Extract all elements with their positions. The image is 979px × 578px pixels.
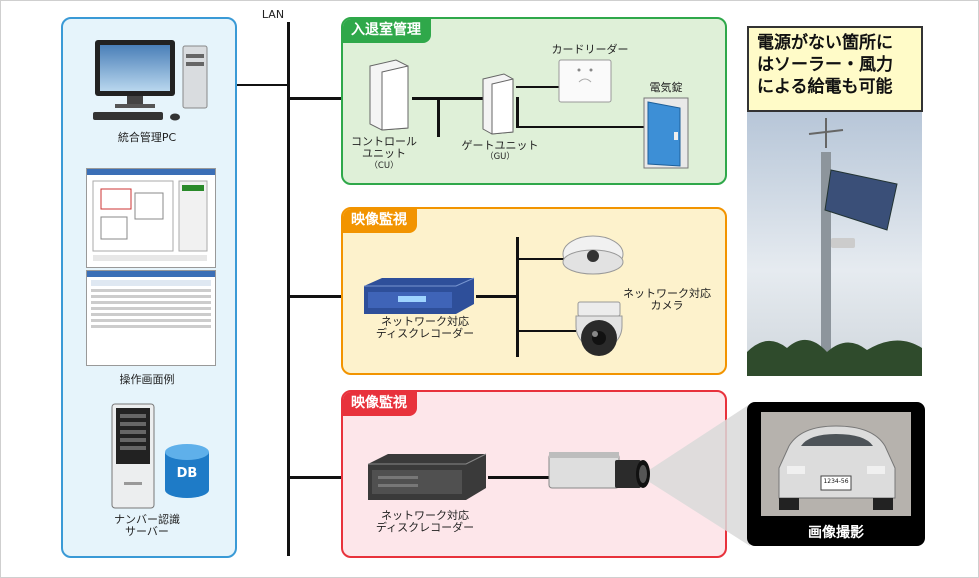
recorder-1-label-1: ネットワーク対応 xyxy=(381,315,469,328)
solar-callout-line-1: 電源がない箇所に xyxy=(757,33,893,53)
control-unit-label-1: コントロール xyxy=(351,135,417,148)
video-panel-2-title: 映像監視 xyxy=(343,392,417,416)
electric-lock-label: 電気錠 xyxy=(649,81,683,94)
card-reader-label: カードリーダー xyxy=(551,43,629,56)
control-unit-icon xyxy=(369,59,409,131)
screens-label: 操作画面例 xyxy=(119,373,175,386)
cu-gu-riser xyxy=(437,97,440,137)
electric-lock-door-icon xyxy=(643,97,689,169)
control-unit-abbr: （CU） xyxy=(369,161,399,171)
recorder-2-camera-link xyxy=(488,476,550,479)
server-label-line1: ナンバー認識 xyxy=(114,513,180,526)
video-1-riser xyxy=(516,237,519,357)
db-label: DB xyxy=(176,466,198,481)
server-label-line2: サーバー xyxy=(125,525,169,538)
lan-link-access xyxy=(289,97,369,100)
solar-pole-photo xyxy=(747,112,922,376)
screen-example-1 xyxy=(86,168,216,268)
gu-reader-link xyxy=(516,86,560,88)
gate-unit-abbr: （GU） xyxy=(485,152,515,162)
disk-recorder-1-icon xyxy=(364,277,475,314)
camera-view-cone xyxy=(640,404,750,546)
gu-devices-link xyxy=(516,97,519,127)
captured-image: 1234-56 xyxy=(761,412,911,516)
lan-label: LAN xyxy=(261,8,285,21)
card-reader-icon xyxy=(558,59,612,103)
solar-callout-line-3: による給電も可能 xyxy=(757,77,893,97)
ptz-camera-link xyxy=(516,330,576,332)
recorder-2-label-2: ディスクレコーダー xyxy=(375,521,475,534)
pc-icon xyxy=(93,40,208,121)
recorder-2-label-1: ネットワーク対応 xyxy=(381,509,469,522)
camera-label-2: カメラ xyxy=(650,299,684,312)
dome-camera-icon xyxy=(562,235,624,275)
recorder-1-out xyxy=(476,295,517,298)
plate-text: 1234-56 xyxy=(823,478,849,485)
pc-label: 統合管理PC xyxy=(117,131,177,144)
gate-unit-label: ゲートユニット xyxy=(461,139,539,152)
gu-lock-link xyxy=(516,126,644,128)
disk-recorder-2-icon xyxy=(368,453,487,500)
dome-camera-link xyxy=(516,258,566,260)
box-camera-icon xyxy=(548,452,650,489)
screen-example-2 xyxy=(86,270,216,366)
lan-link-video2 xyxy=(289,476,365,479)
gate-unit-icon xyxy=(482,73,514,135)
cu-gu-link xyxy=(412,97,484,100)
control-unit-label-2: ユニット xyxy=(362,147,406,160)
ptz-camera-icon xyxy=(575,301,623,356)
lan-link-video1 xyxy=(289,295,365,298)
solar-callout: 電源がない箇所に はソーラー・風力 による給電も可能 xyxy=(747,26,923,112)
recorder-1-label-2: ディスクレコーダー xyxy=(375,327,475,340)
access-panel-title: 入退室管理 xyxy=(343,19,431,43)
image-capture-frame: 1234-56 画像撮影 xyxy=(747,402,925,546)
lan-backbone xyxy=(287,22,290,556)
lan-link-pc xyxy=(237,84,289,86)
server-icon xyxy=(111,403,155,509)
camera-label-1: ネットワーク対応 xyxy=(623,287,711,300)
capture-label: 画像撮影 xyxy=(808,525,864,541)
database-icon xyxy=(165,444,209,498)
solar-callout-line-2: はソーラー・風力 xyxy=(757,55,893,75)
video-panel-1-title: 映像監視 xyxy=(343,209,417,233)
